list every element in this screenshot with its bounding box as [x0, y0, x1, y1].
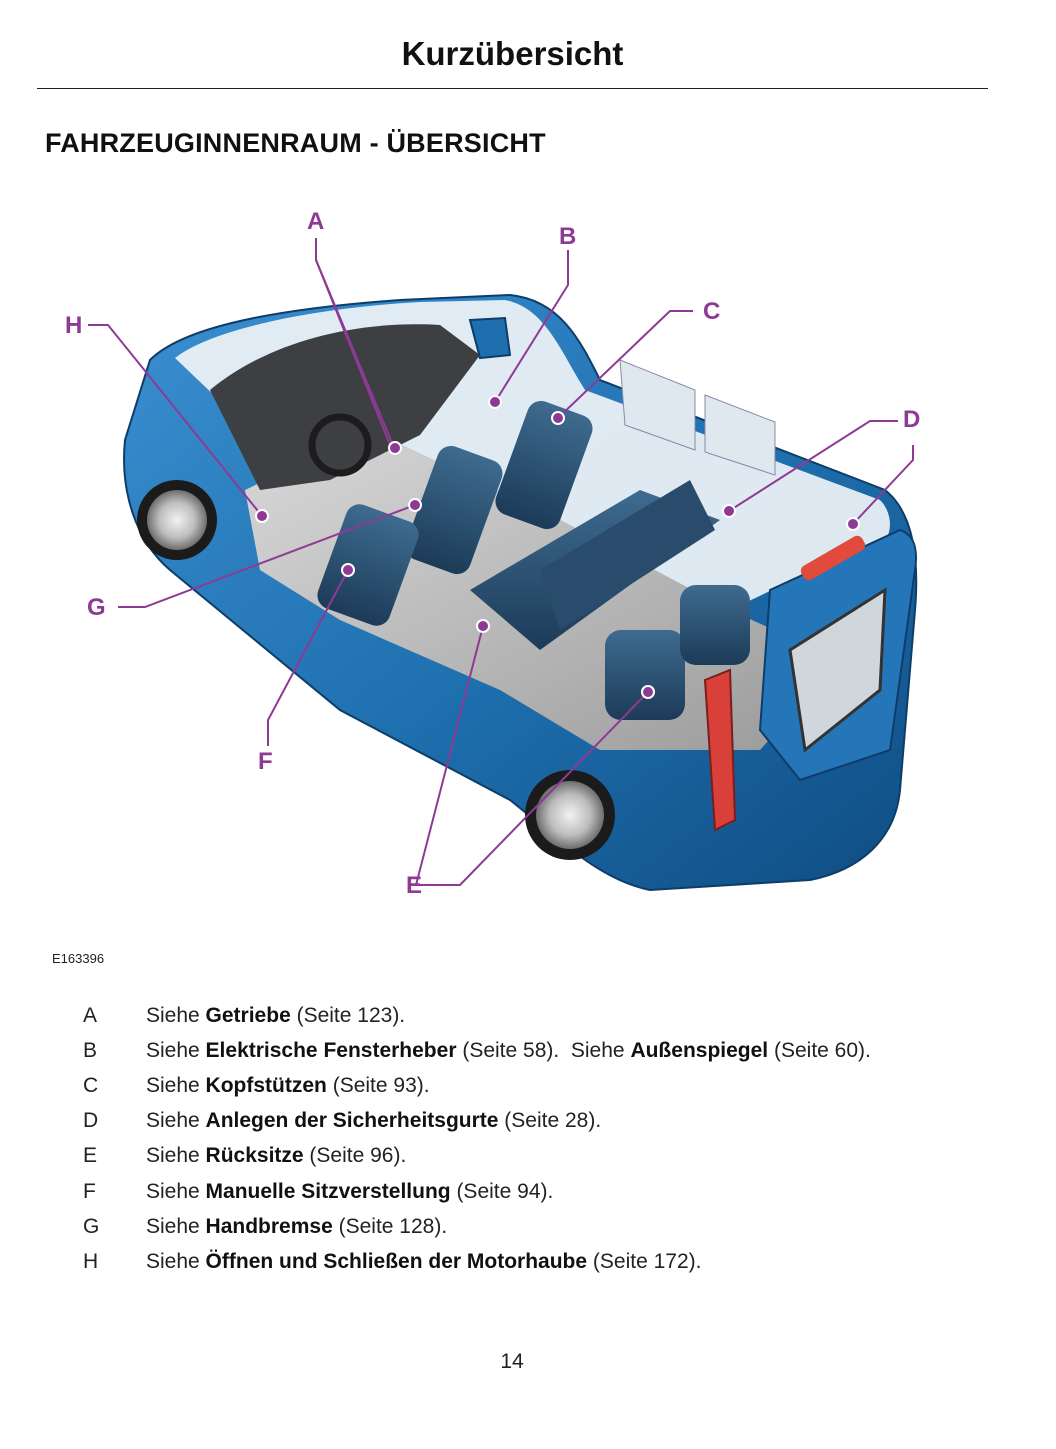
callout-d: D [903, 406, 920, 433]
legend-text: Siehe Manuelle Sitzverstellung (Seite 94… [146, 1179, 554, 1203]
legend-text: Siehe Kopfstützen (Seite 93). [146, 1073, 430, 1097]
callout-line-g [118, 504, 416, 608]
rear-window [788, 587, 887, 753]
legend-letter: C [83, 1073, 99, 1097]
callout-dot-e2 [641, 685, 655, 699]
legend-list: A Siehe Getriebe (Seite 123). B Siehe El… [80, 998, 1020, 1280]
legend-letter: F [83, 1179, 96, 1203]
legend-row-c: C Siehe Kopfstützen (Seite 93). [80, 1068, 1020, 1103]
legend-row-b: B Siehe Elektrische Fensterheber (Seite … [80, 1033, 1020, 1068]
callout-line-b [494, 250, 569, 403]
side-window-1 [619, 359, 696, 451]
callout-h: H [65, 312, 82, 339]
left-front-seat [317, 504, 419, 626]
legend-text: Siehe Rücksitze (Seite 96). [146, 1144, 407, 1168]
dashboard [210, 324, 480, 490]
legend-letter: G [83, 1214, 100, 1238]
callout-lines [88, 238, 914, 886]
legend-row-e: E Siehe Rücksitze (Seite 96). [80, 1139, 1020, 1174]
legend-row-d: D Siehe Anlegen der Sicherheitsgurte (Se… [80, 1104, 1020, 1139]
figure-id: E163396 [52, 951, 105, 966]
legend-letter: A [83, 1003, 98, 1027]
callout-dot-d [722, 504, 736, 518]
page-header: Kurzübersicht [37, 30, 988, 89]
legend-link-sitzverstellung[interactable]: Manuelle Sitzverstellung [205, 1179, 451, 1203]
callout-dot-a [388, 441, 402, 455]
front-wheel-rim [147, 490, 207, 550]
callout-line-d2 [852, 445, 914, 525]
callout-line-c [557, 310, 693, 419]
callout-b: B [559, 223, 576, 250]
vehicle-interior-illustration: A B C D E F G H [40, 190, 1000, 980]
legend-letter: H [83, 1249, 99, 1273]
callout-dot-d2 [846, 517, 860, 531]
callout-f: F [258, 748, 273, 775]
legend-row-h: H Siehe Öffnen und Schließen der Motorha… [80, 1244, 1020, 1279]
callout-dot-f [341, 563, 355, 577]
rear-bench-backrest [540, 480, 715, 630]
section-title: FAHRZEUGINNENRAUM - ÜBERSICHT [45, 128, 546, 158]
third-row-seat [605, 630, 685, 720]
legend-row-a: A Siehe Getriebe (Seite 123). [80, 998, 1020, 1033]
callout-a: A [307, 208, 324, 235]
callout-dot-h [255, 509, 269, 523]
legend-letter: B [83, 1038, 98, 1062]
steering-wheel [308, 413, 372, 477]
legend-letter: E [83, 1144, 98, 1168]
callout-line-h [88, 324, 263, 517]
third-row-seat-2 [680, 585, 750, 665]
legend-letter: D [83, 1109, 99, 1133]
legend-link-getriebe[interactable]: Getriebe [205, 1003, 291, 1027]
callout-line-a2 [315, 259, 393, 451]
page-header-title: Kurzübersicht [401, 35, 624, 72]
side-window-2 [704, 394, 776, 476]
rear-wheel-rim [536, 781, 604, 849]
tail-light [703, 668, 737, 832]
page-number: 14 [500, 1350, 524, 1373]
legend-text: Siehe Getriebe (Seite 123). [146, 1003, 406, 1027]
legend-link-aussenspiegel[interactable]: Außenspiegel [630, 1038, 769, 1062]
legend-row-f: F Siehe Manuelle Sitzverstellung (Seite … [80, 1174, 1020, 1209]
callout-dot-b [488, 395, 502, 409]
vehicle-cutaway-svg: A B C D E F G H [65, 208, 920, 899]
callout-line-f [267, 569, 349, 746]
legend-link-handbremse[interactable]: Handbremse [205, 1214, 333, 1238]
callout-c: C [703, 298, 720, 325]
legend-link-ruecksitze[interactable]: Rücksitze [205, 1144, 304, 1168]
callout-e: E [406, 872, 422, 899]
legend-link-motorhaube[interactable]: Öffnen und Schließen der Motorhaube [205, 1249, 588, 1273]
callout-line-e2 [438, 691, 649, 886]
callout-dot-c [551, 411, 565, 425]
legend-link-sicherheitsgurte[interactable]: Anlegen der Sicherheitsgurte [205, 1109, 499, 1133]
brake-light [800, 535, 866, 581]
legend-row-g: G Siehe Handbremse (Seite 128). [80, 1209, 1020, 1244]
legend-text: Siehe Anlegen der Sicherheitsgurte (Seit… [146, 1109, 602, 1133]
legend-text: Siehe Elektrische Fensterheber (Seite 58… [146, 1038, 871, 1062]
callout-line-d [728, 420, 898, 512]
driver-seat [405, 445, 503, 575]
callout-dot-g [408, 498, 422, 512]
legend-link-fensterheber[interactable]: Elektrische Fensterheber [205, 1038, 457, 1062]
callout-g: G [87, 594, 106, 621]
legend-link-kopfstuetzen[interactable]: Kopfstützen [205, 1073, 327, 1097]
legend-text: Siehe Handbremse (Seite 128). [146, 1214, 448, 1238]
side-mirror [468, 316, 512, 360]
legend-text: Siehe Öffnen und Schließen der Motorhaub… [146, 1249, 702, 1273]
callout-line-e [414, 625, 484, 886]
callout-dot-e [476, 619, 490, 633]
passenger-seat [495, 400, 593, 530]
callout-dots [255, 395, 860, 699]
